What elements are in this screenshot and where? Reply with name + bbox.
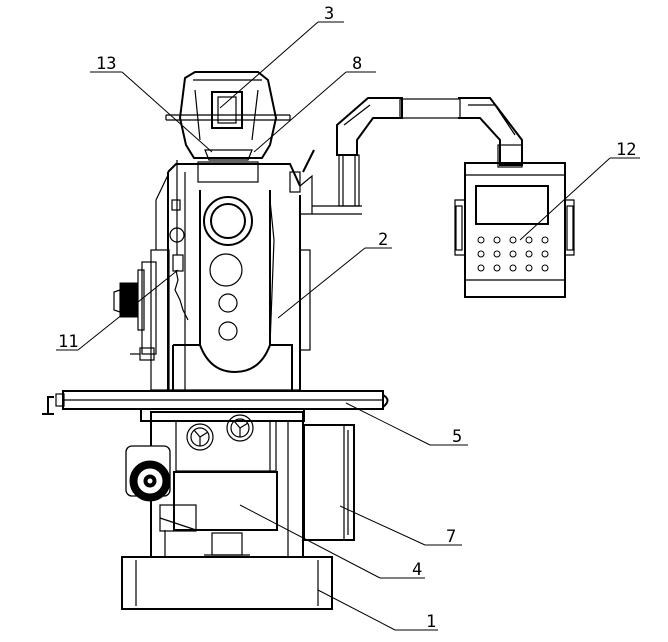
spindle-head	[165, 71, 291, 161]
callout-4: 4	[412, 560, 422, 580]
callout-8: 11	[58, 332, 78, 352]
electrical-cabinet	[303, 424, 355, 541]
knee-lift-housing	[159, 471, 278, 532]
callout-11: 8	[352, 54, 362, 74]
side-gear-handwheel	[113, 261, 157, 361]
machine-base	[121, 556, 333, 610]
callout-12: 12	[616, 140, 636, 160]
callout-3: 3	[324, 4, 334, 24]
control-panel	[454, 162, 575, 298]
worktable	[42, 390, 389, 415]
callout-2: 2	[378, 230, 388, 250]
callout-5: 5	[452, 427, 462, 447]
main-column	[150, 161, 311, 391]
callout-7: 7	[446, 527, 456, 547]
control-panel-buttons	[477, 236, 549, 272]
control-lever	[289, 149, 362, 215]
leader-lines	[56, 21, 640, 631]
callout-13: 13	[96, 54, 116, 74]
chain-mechanism	[169, 160, 189, 321]
callout-labels: 3 13 8 12 2 11 5 7 4 1	[58, 4, 636, 632]
callout-1: 1	[426, 612, 436, 632]
pendant-arm	[336, 97, 523, 207]
feed-handwheel	[125, 445, 171, 502]
